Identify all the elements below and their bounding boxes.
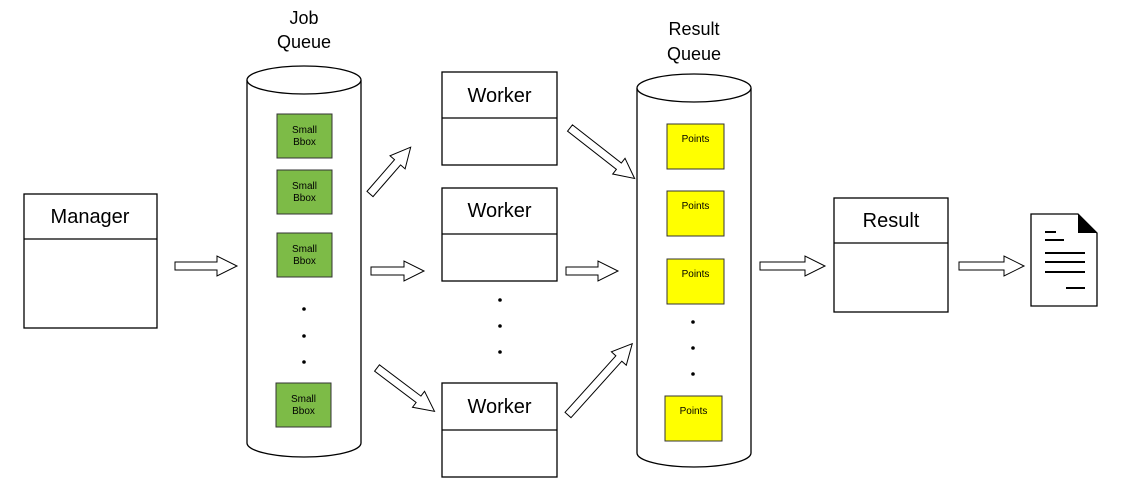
job-queue-item: Small Bbox: [276, 169, 333, 215]
arrow-result-to-document: [958, 255, 1026, 277]
worker-box: Worker: [441, 71, 558, 166]
manager-box: Manager: [23, 193, 158, 329]
result-label: Result: [863, 210, 920, 232]
worker-label-3: Worker: [467, 396, 531, 418]
result-item-text: Points: [682, 134, 710, 145]
arrow-worker-top-to-result-queue: [566, 124, 636, 180]
job-item-text-3a: Small: [292, 244, 317, 255]
arrow-job-queue-to-worker-bottom: [373, 364, 436, 413]
arrow-job-queue-to-worker-top: [366, 146, 412, 198]
job-queue-item: Small Bbox: [276, 113, 333, 159]
job-item-text-4b: Bbox: [292, 406, 315, 417]
job-item-text-2b: Bbox: [293, 193, 316, 204]
result-item-text: Points: [682, 201, 710, 212]
result-queue-title-line2: Queue: [667, 44, 721, 64]
arrow-result-queue-to-result: [759, 255, 827, 277]
job-item-text-1a: Small: [292, 125, 317, 136]
job-queue-title-line2: Queue: [277, 32, 331, 52]
job-queue-item: Small Bbox: [276, 232, 333, 278]
result-queue-ellipsis: [691, 320, 695, 376]
arrow-job-queue-to-worker-middle: [370, 260, 426, 282]
result-item-text: Points: [680, 406, 708, 417]
job-item-text-3b: Bbox: [293, 256, 316, 267]
worker-box: Worker: [441, 382, 558, 478]
job-queue-title-line1: Job: [289, 8, 318, 28]
arrow-manager-to-job-queue: [174, 255, 239, 277]
result-queue-item: Points: [666, 258, 725, 305]
job-item-text-4a: Small: [291, 394, 316, 405]
arrow-worker-bottom-to-result-queue: [564, 342, 633, 419]
job-queue-ellipsis: [302, 307, 306, 364]
job-item-text-1b: Bbox: [293, 137, 316, 148]
result-item-text: Points: [682, 269, 710, 280]
result-queue-item: Points: [666, 123, 725, 170]
worker-label-2: Worker: [467, 200, 531, 222]
worker-box: Worker: [441, 187, 558, 282]
worker-label-1: Worker: [467, 85, 531, 107]
workers-ellipsis: [498, 298, 502, 354]
result-box: Result: [833, 197, 949, 313]
result-queue-item: Points: [666, 190, 725, 237]
result-queue-title-line1: Result: [668, 19, 719, 39]
job-item-text-2a: Small: [292, 181, 317, 192]
result-queue-item: Points: [664, 395, 723, 442]
manager-label: Manager: [51, 206, 130, 228]
job-queue-item: Small Bbox: [275, 382, 332, 428]
arrow-worker-middle-to-result-queue: [565, 260, 620, 282]
document-icon: [1030, 213, 1098, 307]
